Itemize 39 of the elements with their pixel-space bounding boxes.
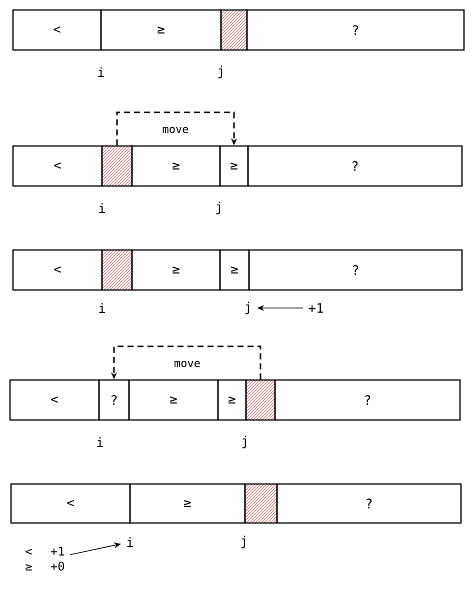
edge-label: move: [174, 360, 200, 368]
pointer-label: j: [245, 302, 250, 314]
array-cell: ?: [247, 145, 463, 187]
pointer-label: j: [242, 436, 246, 448]
edge-label: move: [162, 126, 188, 134]
pointer-label: i: [99, 203, 106, 213]
array-cell: ≥: [100, 9, 222, 51]
increment-rules: < +1 ≥ +0: [26, 546, 64, 571]
pointer-label: j: [218, 66, 222, 78]
array-cell: ≥: [131, 145, 221, 187]
array-cell: ≥: [217, 379, 247, 421]
array-cell: ≥: [131, 249, 221, 291]
pointer-label: j: [241, 536, 246, 548]
hatched-cell: [244, 483, 278, 524]
array-cell: ?: [98, 379, 130, 421]
array-cell: ≥: [219, 145, 249, 187]
array-cell: <: [12, 9, 102, 51]
hatched-cell: [245, 379, 276, 421]
array-cell: <: [10, 483, 131, 524]
array-cell: ?: [276, 483, 462, 524]
array-cell: ≥: [128, 379, 219, 421]
hatched-cell: [101, 145, 133, 187]
pointer-label: i: [98, 67, 104, 77]
array-cell: ≥: [219, 249, 250, 291]
array-cell: <: [12, 145, 103, 187]
pointer-label: i: [127, 537, 134, 547]
array-cell: ?: [274, 379, 461, 421]
pointer-label: j: [216, 202, 220, 214]
array-cell: ?: [246, 9, 465, 51]
hatched-cell: [220, 9, 248, 51]
increment-label: +1: [308, 303, 323, 313]
array-cell: ≥: [129, 483, 246, 524]
pointer-label: i: [99, 303, 106, 313]
array-cell: <: [9, 379, 100, 421]
hatched-cell: [101, 249, 133, 291]
pointer-label: i: [97, 437, 104, 447]
array-cell: <: [12, 249, 103, 291]
array-cell: ?: [248, 249, 463, 291]
arrow: [116, 112, 238, 146]
